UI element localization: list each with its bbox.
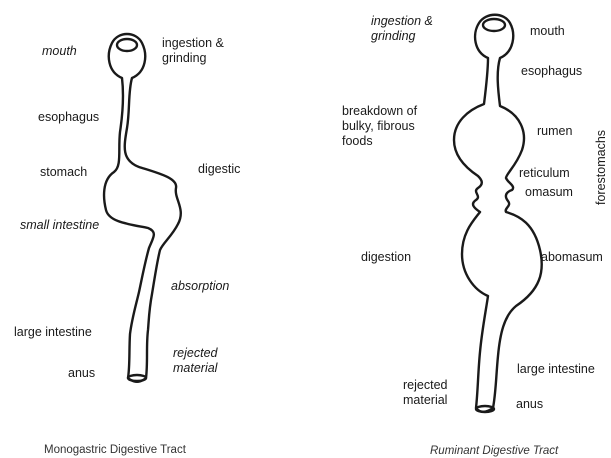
ruminant-label-reticulum: reticulum bbox=[519, 166, 570, 181]
monogastric-label-large-intestine: large intestine bbox=[14, 325, 92, 340]
monogastric-label-esophagus: esophagus bbox=[38, 110, 99, 125]
monogastric-label-anus: anus bbox=[68, 366, 95, 381]
ruminant-label-forestomachs: forestomachs bbox=[594, 130, 609, 205]
ruminant-label-rumen: rumen bbox=[537, 124, 572, 139]
monogastric-mouth-inner bbox=[117, 39, 137, 51]
ruminant-label-abomasum: abomasum bbox=[541, 250, 603, 265]
monogastric-caption: Monogastric Digestive Tract bbox=[44, 443, 186, 457]
ruminant-label-ingestion: ingestion & grinding bbox=[371, 14, 433, 44]
monogastric-tract-outline bbox=[104, 34, 181, 382]
ruminant-label-digestion: digestion bbox=[361, 250, 411, 265]
ruminant-mouth-inner bbox=[483, 19, 505, 31]
ruminant-label-anus: anus bbox=[516, 397, 543, 412]
monogastric-label-small-intestine: small intestine bbox=[20, 218, 99, 233]
ruminant-caption: Ruminant Digestive Tract bbox=[430, 444, 558, 458]
monogastric-label-ingestion: ingestion & grinding bbox=[162, 36, 224, 66]
monogastric-label-digestic: digestic bbox=[198, 162, 240, 177]
ruminant-label-mouth: mouth bbox=[530, 24, 565, 39]
monogastric-anus-opening bbox=[128, 375, 146, 381]
ruminant-label-omasum: omasum bbox=[525, 185, 573, 200]
ruminant-label-large-intestine: large intestine bbox=[517, 362, 595, 377]
monogastric-label-stomach: stomach bbox=[40, 165, 87, 180]
monogastric-label-absorption: absorption bbox=[171, 279, 229, 294]
monogastric-label-rejected-material: rejected material bbox=[173, 346, 217, 376]
ruminant-label-rejected-material: rejected material bbox=[403, 378, 447, 408]
ruminant-label-breakdown: breakdown of bulky, fibrous foods bbox=[342, 104, 417, 149]
monogastric-tract-drawing bbox=[104, 34, 181, 382]
ruminant-label-esophagus: esophagus bbox=[521, 64, 582, 79]
monogastric-label-mouth: mouth bbox=[42, 44, 77, 59]
